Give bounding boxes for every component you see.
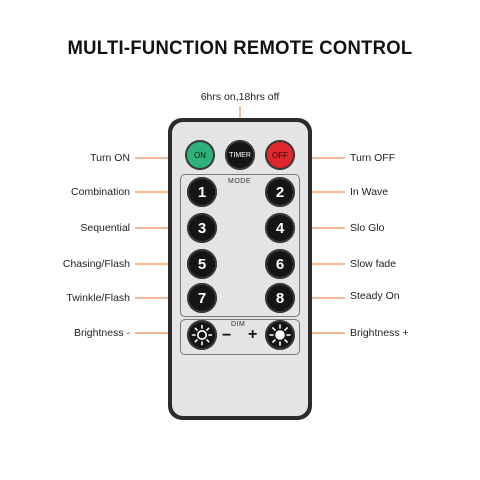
brightness-down-button[interactable] [187, 320, 217, 350]
remote-control: ON TIMER OFF MODE 1 2 3 4 5 6 7 8 DIM [168, 118, 312, 420]
label-sequential: Sequential [80, 222, 130, 234]
mode-button-2[interactable]: 2 [265, 177, 295, 207]
mode-label: MODE [228, 178, 251, 185]
off-button[interactable]: OFF [265, 140, 295, 170]
remote-face: ON TIMER OFF MODE 1 2 3 4 5 6 7 8 DIM [172, 122, 308, 416]
on-button[interactable]: ON [185, 140, 215, 170]
mode-panel [180, 174, 300, 317]
label-brightness-minus: Brightness - [73, 327, 130, 339]
label-slow-fade: Slow fade [350, 258, 397, 270]
mode-button-5[interactable]: 5 [187, 249, 217, 279]
mode-button-3[interactable]: 3 [187, 213, 217, 243]
label-slo-glo: Slo Glo [350, 222, 385, 234]
label-chasing-flash: Chasing/Flash [62, 258, 130, 270]
page-title: MULTI-FUNCTION REMOTE CONTROL [67, 38, 413, 59]
label-combination: Combination [71, 186, 130, 198]
label-turn-off: Turn OFF [350, 152, 396, 164]
mode-button-4[interactable]: 4 [265, 213, 295, 243]
label-twinkle-flash: Twinkle/Flash [66, 292, 130, 304]
minus-sign: − [222, 327, 232, 344]
brightness-up-icon [269, 324, 291, 346]
mode-button-7[interactable]: 7 [187, 283, 217, 313]
label-turn-on: Turn ON [90, 152, 130, 164]
mode-button-8[interactable]: 8 [265, 283, 295, 313]
dim-label: DIM [231, 321, 246, 328]
label-in-wave: In Wave [350, 186, 389, 198]
label-steady-on: Steady On [350, 290, 400, 302]
dim-panel [180, 319, 300, 355]
timer-button[interactable]: TIMER [225, 140, 255, 170]
mode-button-6[interactable]: 6 [265, 249, 295, 279]
brightness-down-icon [191, 324, 213, 346]
brightness-up-button[interactable] [265, 320, 295, 350]
timer-note: 6hrs on,18hrs off [200, 91, 280, 103]
label-brightness-plus: Brightness + [350, 327, 409, 339]
mode-button-1[interactable]: 1 [187, 177, 217, 207]
plus-sign: + [248, 326, 258, 343]
